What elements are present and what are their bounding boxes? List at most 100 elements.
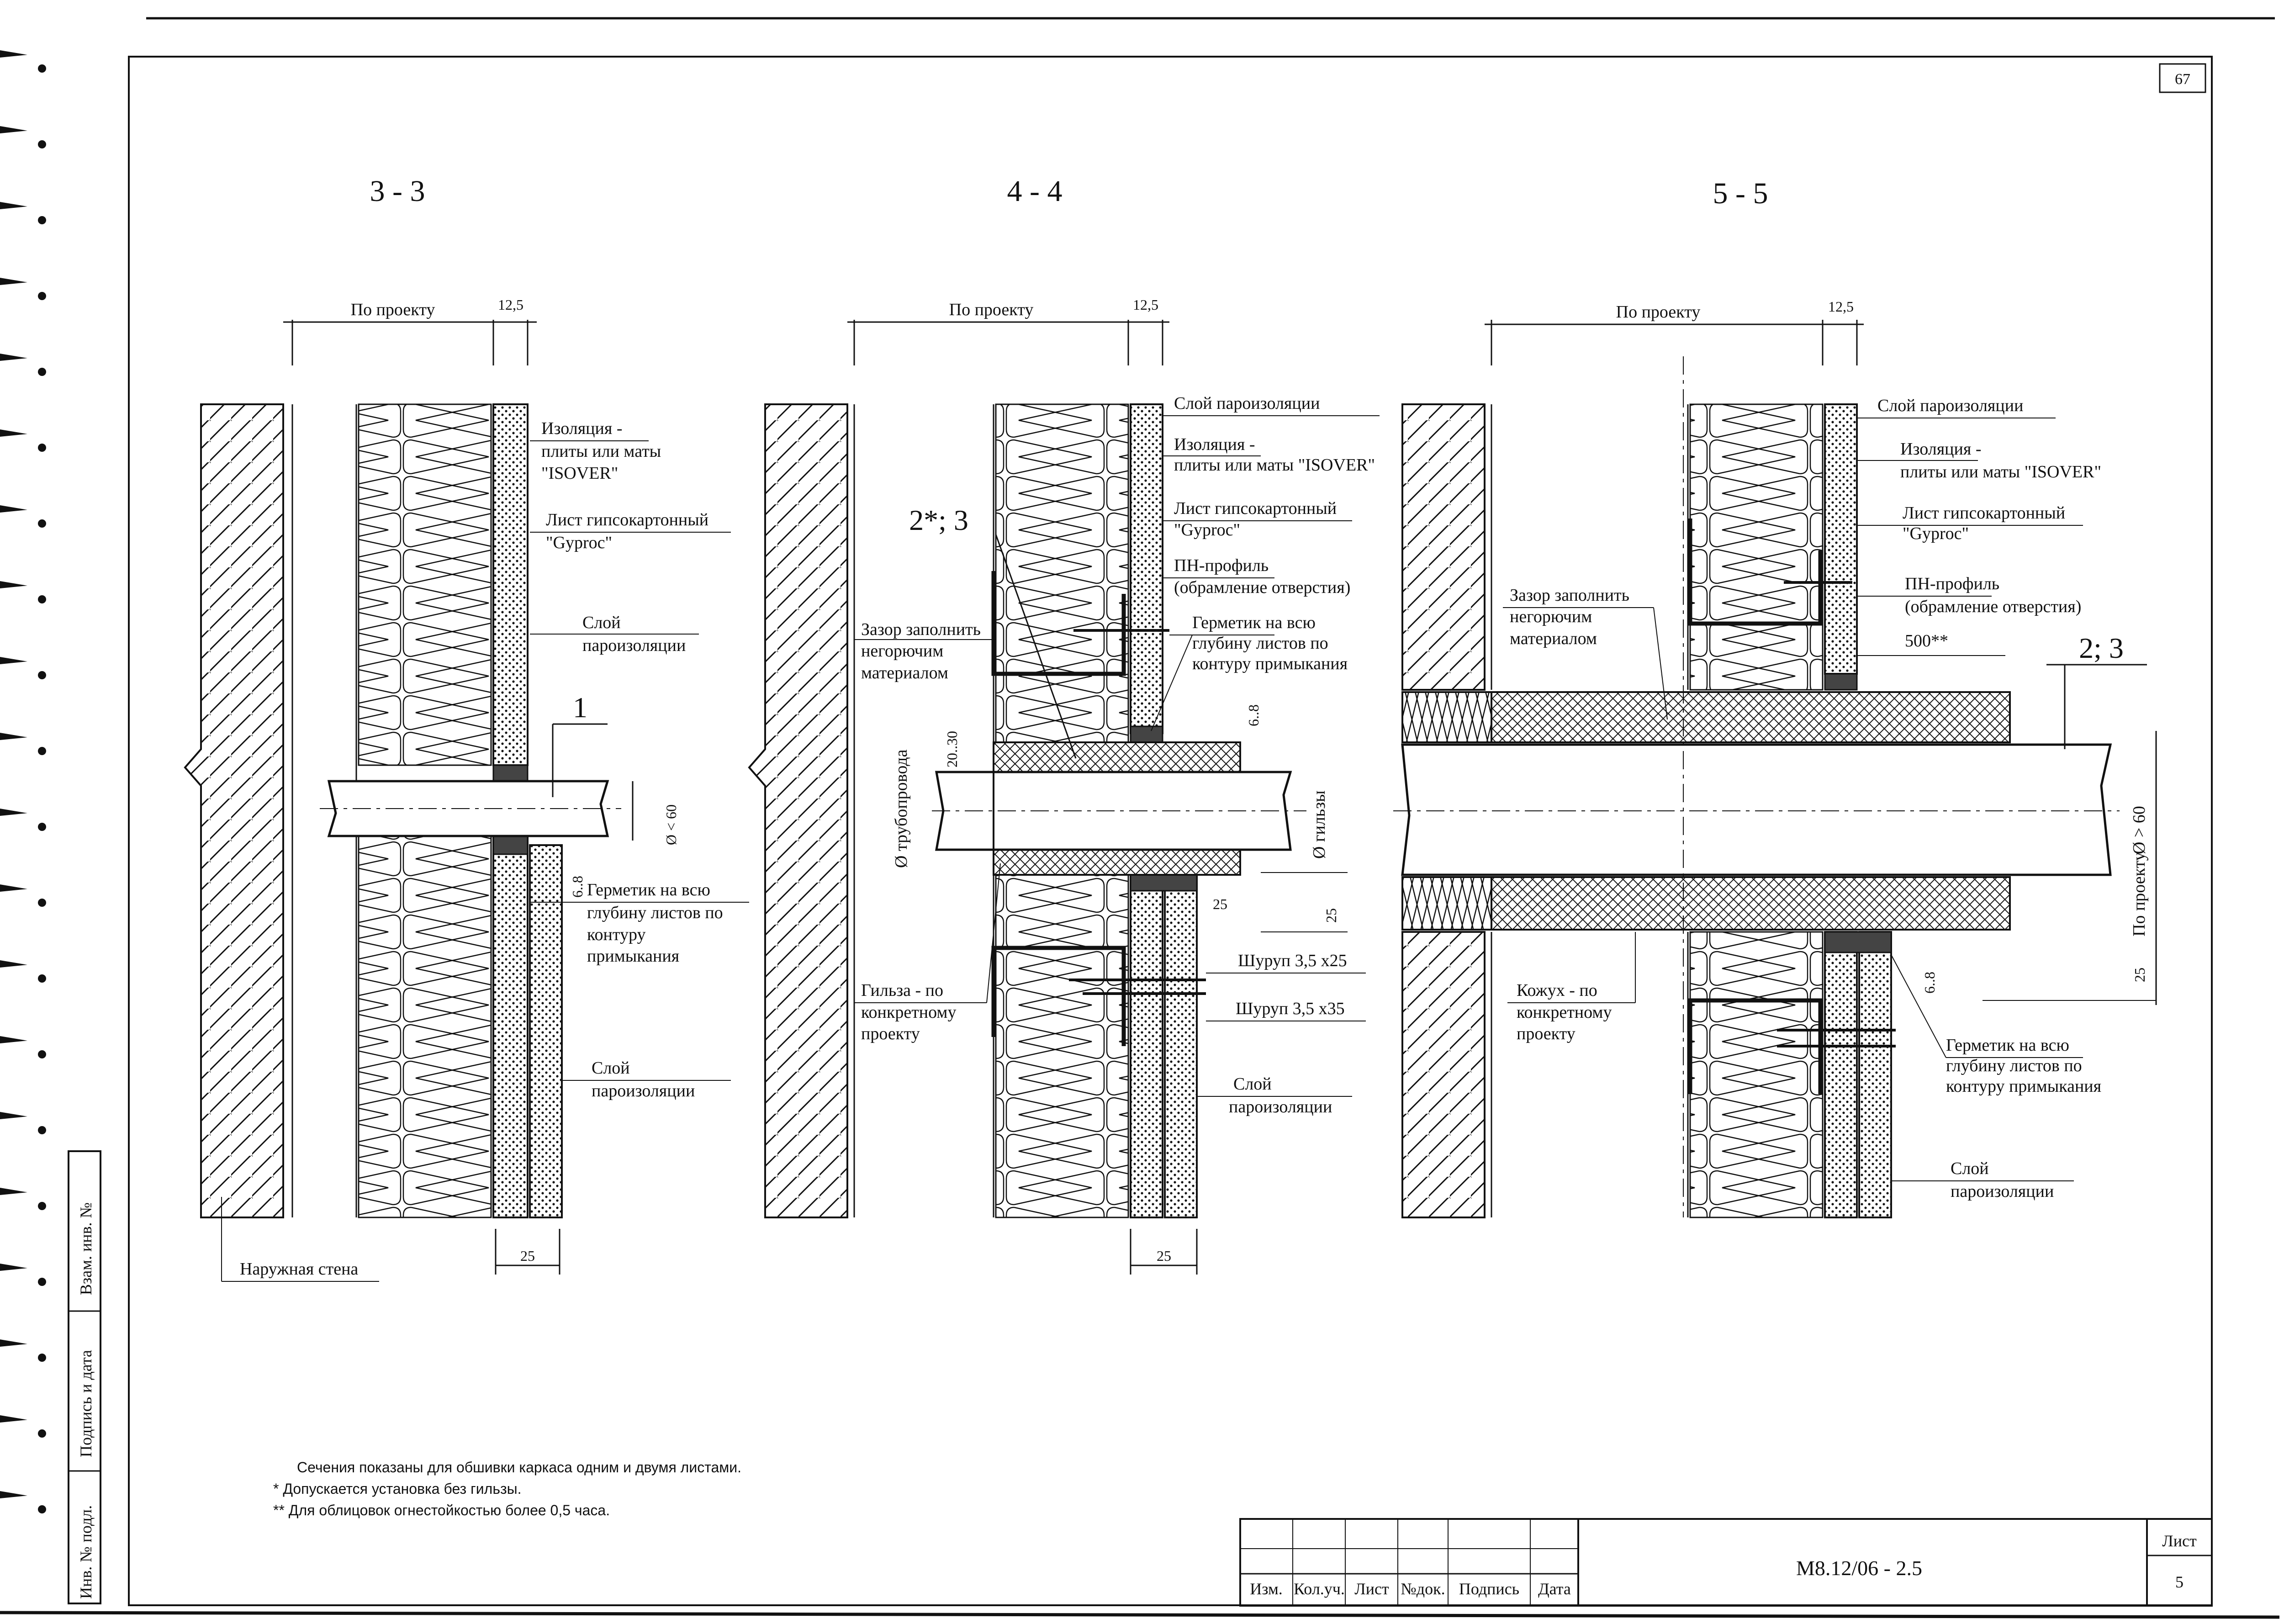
lbl-gap-5-a: Зазор заполнить xyxy=(1510,586,1629,605)
gypsum-board-3-top xyxy=(492,403,529,766)
dim-pipe-diam: Ø трубопровода xyxy=(892,749,911,868)
tb-header-podpis: Подпись xyxy=(1459,1580,1519,1598)
lbl-sealant-5-b: глубину листов по xyxy=(1946,1056,2082,1075)
lbl-insulation-5-a: Изоляция - xyxy=(1900,439,1981,459)
pn-profile-4-top xyxy=(991,571,1126,676)
gypsum-board-5-top xyxy=(1824,403,1858,675)
pn-profile-5-top xyxy=(1688,518,1823,626)
title-block: Изм. Кол.уч. Лист №док. Подпись Дата М8.… xyxy=(1239,1518,2213,1607)
casing-fill-5-top-zig xyxy=(1401,691,1492,743)
lbl-profile-4-b: (обрамление отверстия) xyxy=(1174,578,1350,597)
lbl-screw-4-b: Шуруп 3,5 x35 xyxy=(1236,999,1345,1018)
lbl-screw-4-a: Шуруп 3,5 x25 xyxy=(1238,951,1347,970)
outer-wall-3 xyxy=(184,403,284,1218)
binding-marks xyxy=(0,50,46,1513)
tb-header-kol: Кол.уч. xyxy=(1294,1580,1345,1598)
dim-board-3: 12,5 xyxy=(498,296,523,313)
sealant-5-top xyxy=(1824,673,1858,691)
lbl-profile-5-b: (обрамление отверстия) xyxy=(1905,597,2081,616)
section-4-4-title: 4 - 4 xyxy=(1007,175,1063,208)
lbl-vapor-3-top-a: Слой xyxy=(582,613,621,632)
dim-po-proektu-5: По проекту xyxy=(2130,852,2149,936)
callout-4: 2*; 3 xyxy=(909,504,968,536)
insulation-5-bottom xyxy=(1689,931,1824,1218)
section-3-3: 3 - 3 По проекту 12,5 25 Ø < 60 6..8 1 xyxy=(184,175,749,1282)
lbl-insulation-4-a: Изоляция - xyxy=(1174,435,1255,454)
stamp-signature-date: Подпись и дата xyxy=(77,1350,95,1457)
dim-bottom-4: 25 xyxy=(1157,1248,1171,1264)
insulation-3-bottom xyxy=(358,835,492,1218)
sealant-4-top xyxy=(1130,725,1163,743)
sealant-3-bottom xyxy=(492,835,529,855)
gypsum-board-4-top xyxy=(1130,403,1163,734)
lbl-gap-4-a: Зазор заполнить xyxy=(861,620,981,639)
dim-25-5: 25 xyxy=(2131,968,2148,982)
lbl-sealant-4-b: глубину листов по xyxy=(1192,634,1328,653)
stamp-substitute-inventory: Взам. инв. № xyxy=(77,1202,95,1295)
lbl-casing-5-b: конкретному xyxy=(1517,1003,1612,1022)
dim-25a-4: 25 xyxy=(1213,896,1227,912)
tb-header-list: Лист xyxy=(1354,1580,1389,1598)
dim-25b-4: 25 xyxy=(1323,908,1339,923)
tb-document-code: М8.12/06 - 2.5 xyxy=(1796,1556,1922,1580)
lbl-board-3-b: "Gyproc" xyxy=(546,533,612,552)
lbl-sealant-3-b: глубину листов по xyxy=(587,903,723,922)
casing-fill-5-top xyxy=(1491,691,2011,743)
insulation-5-top xyxy=(1689,403,1824,691)
lbl-sleeve-4-c: проекту xyxy=(861,1024,920,1043)
side-stamp: Взам. инв. № Подпись и дата Инв. № подл. xyxy=(68,1150,101,1604)
tb-header-ndok: №док. xyxy=(1401,1580,1445,1598)
lbl-vapor-5-bottom-b: пароизоляции xyxy=(1951,1182,2054,1201)
dim-gap-5: 6..8 xyxy=(1921,972,1938,994)
dim-project-4: По проекту xyxy=(949,300,1034,319)
section-5-5: 5 - 5 По проекту 12,5 500** xyxy=(1393,177,2157,1218)
lbl-vapor-4-bottom-a: Слой xyxy=(1233,1074,1272,1094)
lbl-outer-wall: Наружная стена xyxy=(240,1259,358,1279)
casing-fill-5-bottom xyxy=(1491,876,2011,931)
lbl-vapor-3-bottom-a: Слой xyxy=(592,1058,630,1078)
lbl-sealant-4-a: Герметик на всю xyxy=(1192,613,1316,632)
lbl-insulation-4-b: плиты или маты "ISOVER" xyxy=(1174,455,1375,475)
lbl-insulation-5-b: плиты или маты "ISOVER" xyxy=(1900,462,2101,481)
sheet-number: 67 xyxy=(2175,71,2190,88)
lbl-vapor-4-top: Слой пароизоляции xyxy=(1174,394,1320,413)
dim-board-4: 12,5 xyxy=(1133,296,1158,313)
sealant-5-bottom xyxy=(1824,931,1892,953)
gap-fill-4-bottom xyxy=(993,849,1241,876)
lbl-sealant-3-d: примыкания xyxy=(587,947,679,966)
tb-header-izm: Изм. xyxy=(1250,1580,1283,1598)
tb-sheet-value: 5 xyxy=(2175,1573,2184,1591)
section-3-3-title: 3 - 3 xyxy=(370,175,425,208)
dim-project-5: По проекту xyxy=(1616,302,1701,322)
dim-500: 500** xyxy=(1905,631,1948,651)
tb-header-data: Дата xyxy=(1538,1580,1571,1598)
dim-diam-3: Ø < 60 xyxy=(663,804,679,845)
sheet-number-box: 67 xyxy=(2159,63,2206,93)
lbl-vapor-5-bottom-a: Слой xyxy=(1951,1159,1989,1178)
note-1: Сечения показаны для обшивки каркаса одн… xyxy=(297,1459,741,1476)
lbl-vapor-4-bottom-b: пароизоляции xyxy=(1229,1097,1332,1116)
insulation-4-top xyxy=(995,403,1129,743)
lbl-gap-4-b: негорючим xyxy=(861,641,943,661)
lbl-vapor-3-bottom-b: пароизоляции xyxy=(592,1081,695,1100)
insulation-4-bottom xyxy=(995,874,1129,1218)
gypsum-board-5-bottom-a xyxy=(1824,931,1858,1218)
callout-5: 2; 3 xyxy=(2079,632,2124,664)
lbl-sleeve-4-b: конкретному xyxy=(861,1003,956,1022)
lbl-board-5-a: Лист гипсокартонный xyxy=(1903,503,2065,523)
section-4-4: 4 - 4 По проекту 12,5 25 20..30 xyxy=(748,175,1380,1275)
pn-profile-4-bottom xyxy=(991,946,1126,1046)
note-2: * Допускается установка без гильзы. xyxy=(273,1481,522,1497)
lbl-sealant-5-a: Герметик на всю xyxy=(1946,1036,2069,1055)
lbl-sleeve-4-a: Гильза - по xyxy=(861,981,943,1000)
dim-gap-3: 6..8 xyxy=(569,876,586,898)
note-3: ** Для облицовок огнестойкостью более 0,… xyxy=(273,1502,610,1518)
gypsum-board-5-bottom-b xyxy=(1858,931,1892,1218)
lbl-profile-5-a: ПН-профиль xyxy=(1905,574,1999,593)
dim-sleeve-diam: Ø гильзы xyxy=(1310,790,1329,859)
gypsum-board-3-bottom xyxy=(492,835,529,1218)
sheet-border xyxy=(0,17,2280,1619)
tb-sheet-label: Лист xyxy=(2162,1532,2197,1550)
dim-bottom-3: 25 xyxy=(520,1248,535,1264)
lbl-board-4-a: Лист гипсокартонный xyxy=(1174,499,1337,518)
